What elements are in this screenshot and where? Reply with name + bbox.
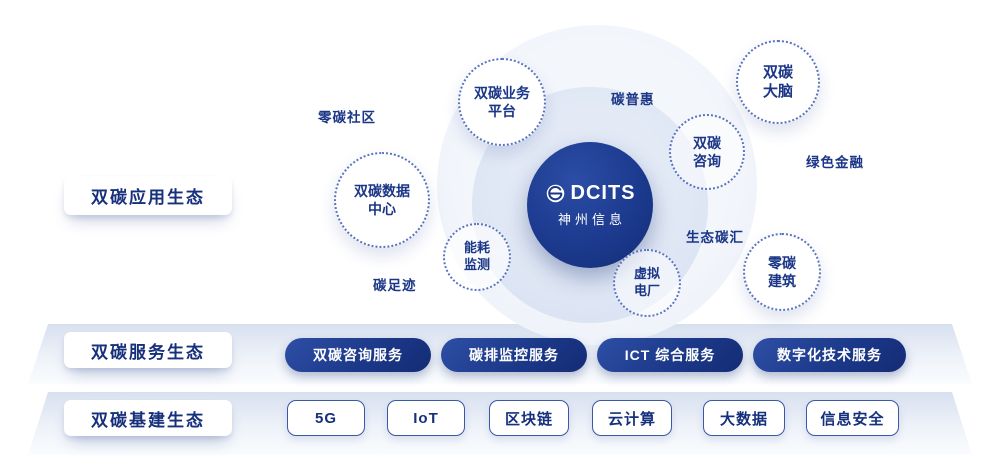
bubble-data-center: 双碳数据 中心	[334, 152, 430, 248]
infra-pill-iot: IoT	[387, 400, 465, 436]
bubble-zero-carbon-building: 零碳 建筑	[743, 233, 821, 311]
section-label-application: 双碳应用生态	[64, 176, 232, 215]
brand-row: DCITS	[545, 182, 636, 205]
infra-pill-security: 信息安全	[806, 400, 899, 436]
bubble-carbon-brain: 双碳 大脑	[736, 40, 820, 124]
tag-carbon-footprint: 碳足迹	[373, 278, 417, 293]
bubble-virtual-power-plant: 虚拟 电厂	[613, 249, 681, 317]
bubble-energy-monitoring: 能耗 监测	[443, 223, 511, 291]
dcits-core-circle: DCITS 神州信息	[527, 142, 653, 268]
infra-pill-5g: 5G	[287, 400, 365, 436]
bubble-business-platform: 双碳业务 平台	[458, 58, 546, 146]
service-pill-ict: ICT 综合服务	[597, 338, 743, 372]
service-pill-emission-monitoring: 碳排监控服务	[441, 338, 587, 372]
section-label-service: 双碳服务生态	[64, 332, 232, 368]
section-label-infrastructure: 双碳基建生态	[64, 400, 232, 436]
service-pill-consulting: 双碳咨询服务	[285, 338, 431, 372]
bubble-consulting: 双碳 咨询	[669, 114, 745, 190]
service-pill-digital-tech: 数字化技术服务	[753, 338, 906, 372]
infra-pill-cloud: 云计算	[592, 400, 672, 436]
brand-subname: 神州信息	[557, 212, 626, 227]
infra-pill-blockchain: 区块链	[489, 400, 569, 436]
dcits-logo-icon	[545, 183, 566, 204]
tag-eco-carbon-sink: 生态碳汇	[686, 230, 744, 245]
tag-green-finance: 绿色金融	[806, 155, 864, 170]
brand-name: DCITS	[570, 182, 636, 204]
tag-zero-carbon-community: 零碳社区	[318, 110, 376, 125]
tag-carbon-inclusion: 碳普惠	[611, 92, 655, 107]
infra-pill-bigdata: 大数据	[703, 400, 785, 436]
